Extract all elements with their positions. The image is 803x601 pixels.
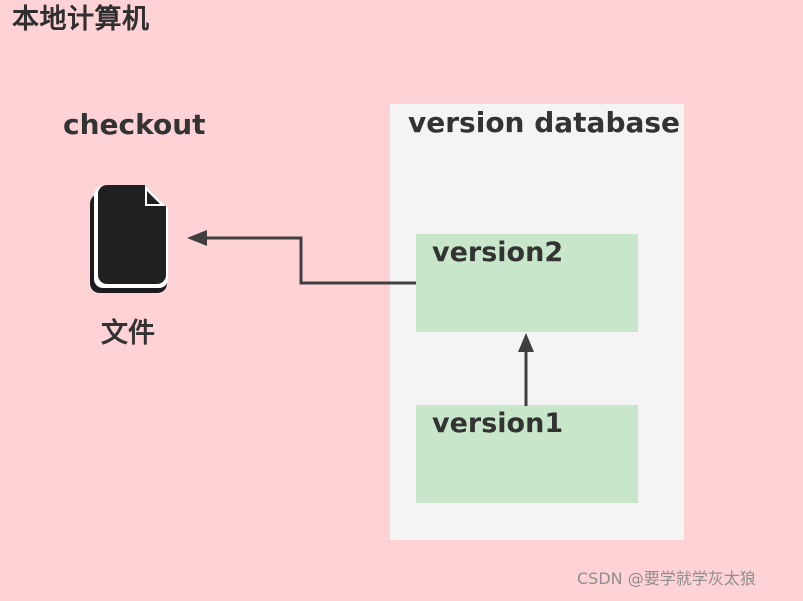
csdn-watermark: CSDN @要学就学灰太狼 (577, 569, 756, 588)
version-label: version1 (432, 408, 564, 439)
checkout-arrow (205, 236, 416, 285)
version-database-panel: version database version2 version1 (390, 104, 684, 540)
version-box-version1: version1 (416, 405, 638, 503)
version-box-version2: version2 (416, 234, 638, 332)
local-computer-title: 本地计算机 (12, 4, 150, 35)
version-database-title: version database (408, 106, 681, 139)
file-label: 文件 (101, 318, 155, 349)
checkout-label: checkout (63, 108, 206, 141)
document-stack-icon (90, 185, 168, 293)
version-label: version2 (432, 237, 564, 268)
checkout-arrowhead (187, 230, 207, 246)
